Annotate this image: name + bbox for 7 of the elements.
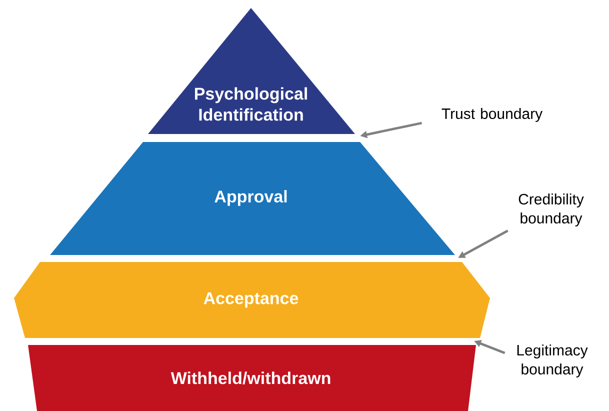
pyramid-layer: Approval <box>50 142 455 255</box>
boundary-label: Credibility boundary <box>518 194 584 226</box>
boundary-label: Trust boundary <box>442 108 543 122</box>
boundary-label: Legitimacy boundary <box>517 344 588 378</box>
pyramid-apex: Psychological Identification <box>148 8 355 134</box>
pyramid-layer: Acceptance <box>14 262 490 338</box>
pyramid-base: Withheld/withdrawn <box>28 345 476 411</box>
